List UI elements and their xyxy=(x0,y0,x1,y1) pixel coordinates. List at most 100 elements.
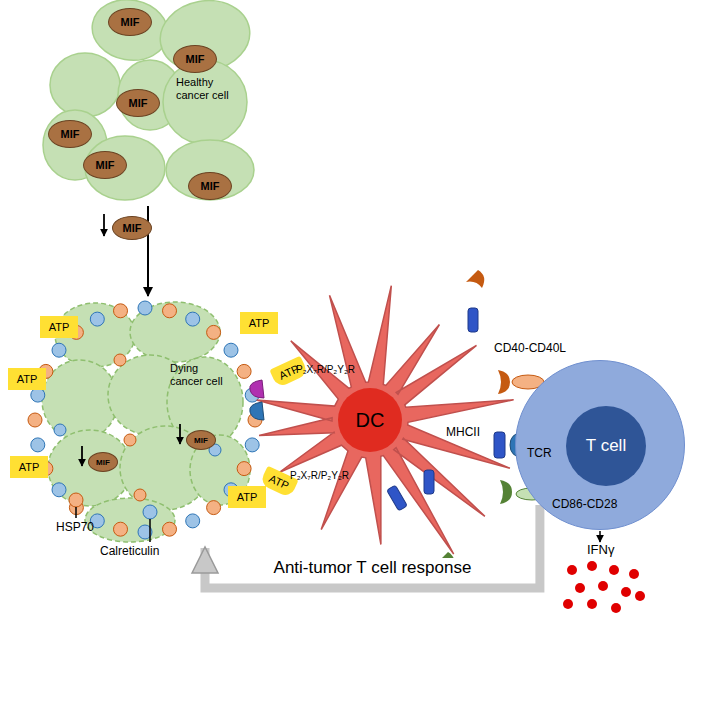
secretion-arrow xyxy=(599,531,601,542)
surface-marker xyxy=(28,413,42,427)
node-text: DC xyxy=(356,409,385,432)
surface-marker xyxy=(134,489,146,501)
node-text: MIF xyxy=(186,53,205,65)
atp-molecule: ATP xyxy=(240,312,278,334)
surface-marker xyxy=(54,424,66,436)
label: Calreticulin xyxy=(100,545,159,559)
surface-marker xyxy=(237,364,251,378)
ifn-dot xyxy=(587,561,597,571)
dendritic-cell xyxy=(257,286,514,554)
ifn-dot xyxy=(611,603,621,613)
mhc-receptor xyxy=(468,308,478,332)
node-text: ATP xyxy=(237,491,258,503)
dendritic-cell: DC xyxy=(340,392,400,448)
decrease-arrow xyxy=(179,424,181,444)
atp-molecule: ATP xyxy=(40,316,78,338)
cd86-molecule xyxy=(500,480,512,504)
cancer-cell xyxy=(163,60,247,144)
surface-marker xyxy=(224,343,238,357)
dc-nucleus xyxy=(338,388,402,452)
leader-line xyxy=(75,507,77,518)
mif-protein: MIF xyxy=(112,216,152,240)
node-text: ATP xyxy=(17,373,38,385)
mif-protein: MIF xyxy=(48,120,92,148)
surface-marker xyxy=(245,438,259,452)
surface-marker xyxy=(52,483,66,497)
receptor xyxy=(466,270,484,288)
label: P₂X₇R/P₂Y₂R xyxy=(296,364,355,376)
ifn-gamma-dots xyxy=(563,561,645,613)
label: P₂X₇R/P₂Y₂R xyxy=(290,470,349,482)
node-text: MIF xyxy=(201,180,220,192)
ifn-dot xyxy=(609,565,619,575)
surface-marker xyxy=(207,325,221,339)
surface-marker xyxy=(114,354,126,366)
mif-protein: MIF xyxy=(88,452,118,472)
node-text: ATP xyxy=(249,317,270,329)
surface-marker xyxy=(124,434,136,446)
ifn-dot xyxy=(598,581,608,591)
ifn-dot xyxy=(567,565,577,575)
surface-marker xyxy=(31,388,45,402)
mhc-receptor xyxy=(387,485,408,511)
ifn-dot xyxy=(629,569,639,579)
mhc-receptor xyxy=(424,470,434,494)
atp-molecule: ATP xyxy=(228,486,266,508)
calreticulin-marker xyxy=(143,505,157,519)
cancer-cell xyxy=(50,53,120,117)
node-text: T cell xyxy=(566,406,646,486)
dying-cell xyxy=(130,302,220,362)
node-text: Healthy cancer cell xyxy=(176,76,234,102)
leader-line xyxy=(149,519,151,542)
label: TCR xyxy=(527,447,552,461)
ifn-dot xyxy=(621,587,631,597)
receptor xyxy=(250,402,264,420)
node-text: MIF xyxy=(96,159,115,171)
mif-protein: MIF xyxy=(188,172,232,200)
dying-cell xyxy=(42,360,118,440)
surface-marker xyxy=(163,522,177,536)
cell-cluster: Healthy cancer cellMIFMIFMIFMIFMIFMIF xyxy=(45,0,257,202)
label: HSP70 xyxy=(56,521,94,535)
hsp70-marker xyxy=(69,493,83,507)
surface-marker xyxy=(163,304,177,318)
mif-protein: MIF xyxy=(108,8,152,36)
node-text: Dying cancer cell xyxy=(170,362,230,388)
decrease-arrow xyxy=(81,446,83,466)
surface-marker xyxy=(114,304,128,318)
surface-marker xyxy=(138,301,152,315)
node-text: MIF xyxy=(123,222,142,234)
node-text: MIF xyxy=(194,436,208,445)
atp-molecule: ATP xyxy=(10,456,48,478)
node-text: ATP xyxy=(49,321,70,333)
node-text: MIF xyxy=(121,16,140,28)
label: MHCII xyxy=(446,426,480,440)
surface-marker xyxy=(186,312,200,326)
label: CD40-CD40L xyxy=(494,342,566,356)
surface-marker xyxy=(52,343,66,357)
decrease-arrow xyxy=(103,214,105,236)
surface-marker xyxy=(237,462,251,476)
ifn-dot xyxy=(635,591,645,601)
dying-cells xyxy=(42,302,250,542)
mif-protein: MIF xyxy=(116,89,160,117)
cancer-cell xyxy=(166,140,254,200)
surface-marker xyxy=(90,312,104,326)
surface-marker xyxy=(114,522,128,536)
label: CD86-CD28 xyxy=(552,498,617,512)
surface-marker xyxy=(186,514,200,528)
node-text: ATP xyxy=(19,461,40,473)
mif-protein: MIF xyxy=(83,151,127,179)
ifn-dot xyxy=(563,599,573,609)
mif-protein: MIF xyxy=(173,45,217,73)
label: IFNγ xyxy=(587,543,614,558)
cd40-molecule xyxy=(498,370,510,394)
feedback-arrow xyxy=(205,505,540,588)
healthy-cells xyxy=(43,0,255,200)
surface-marker xyxy=(31,438,45,452)
ifn-dot xyxy=(575,583,585,593)
mif-protein: MIF xyxy=(186,430,216,450)
node-text: MIF xyxy=(61,128,80,140)
